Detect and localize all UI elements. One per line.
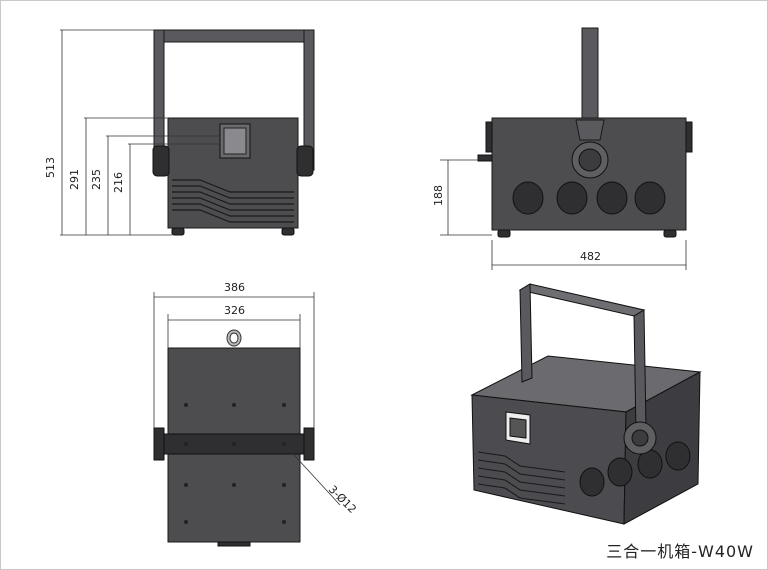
dim-482: 482	[580, 250, 601, 263]
dim-326: 326	[224, 304, 245, 317]
back-fans	[512, 181, 666, 215]
side-view: 513 291 235 216	[44, 29, 315, 236]
dim-hole-note: 3-Ø12	[326, 483, 359, 516]
iso-handle-top	[518, 283, 646, 317]
back-view: 188 482	[432, 27, 693, 270]
side-knob-right	[296, 145, 314, 177]
dim-513: 513	[44, 157, 57, 178]
side-knob-left	[152, 145, 170, 177]
iso-fans	[579, 441, 691, 497]
dim-291: 291	[68, 169, 81, 190]
drawing-caption: 三合一机箱-W40W	[606, 542, 754, 561]
isometric-view	[470, 283, 702, 525]
side-handle-top	[153, 29, 315, 43]
dim-216: 216	[112, 172, 125, 193]
dim-235: 235	[90, 169, 103, 190]
dim-386: 386	[224, 281, 245, 294]
side-vents	[172, 179, 294, 223]
iso-left-face	[471, 394, 627, 525]
back-connector	[477, 154, 493, 162]
top-view: 386 326 3-Ø12	[153, 281, 359, 547]
dim-188: 188	[432, 185, 445, 206]
